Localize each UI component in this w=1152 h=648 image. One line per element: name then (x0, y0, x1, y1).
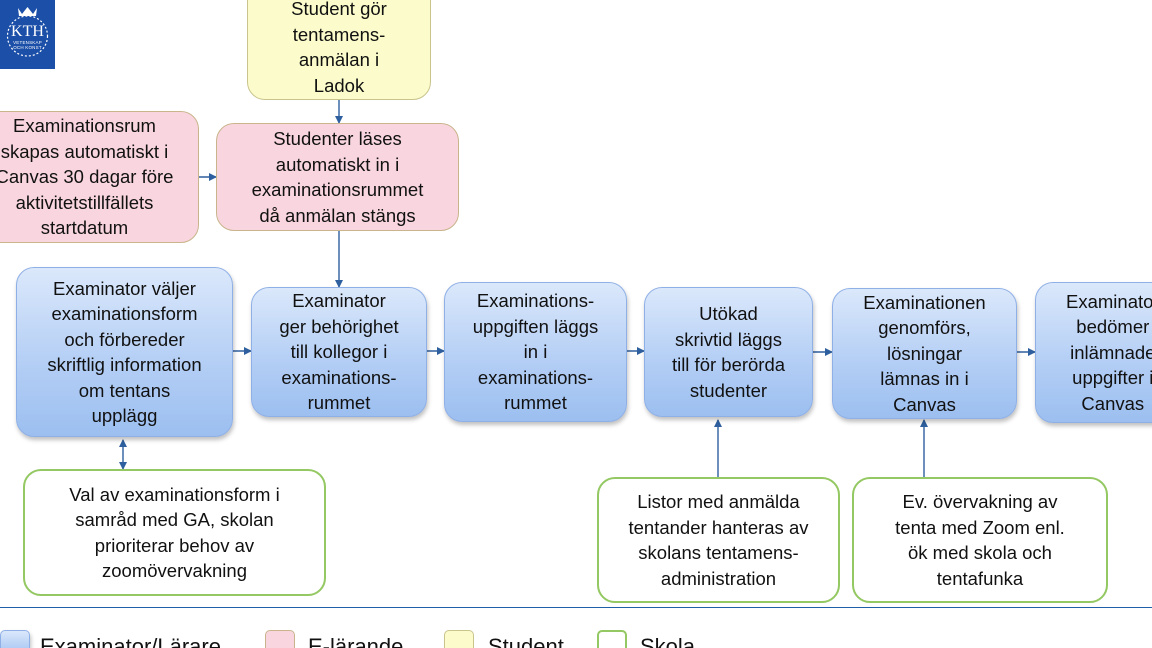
students-imported-text: Studenter läses automatiskt in i examina… (251, 128, 424, 226)
extended-time-text: Utökad skrivtid läggs till för berörda s… (671, 303, 786, 401)
assignment-added-box: Examinations- uppgiften läggs in i exami… (444, 282, 627, 422)
legend-swatch-student (444, 630, 474, 648)
logo-subtitle-2: OCH KONST (13, 44, 42, 50)
exam-conducted-box: Examinationen genomförs, lösningar lämna… (832, 288, 1017, 419)
lists-handled-text: Listor med anmälda tentander hanteras av… (628, 491, 809, 589)
logo-text: KTH (11, 22, 44, 40)
student-registration-text: Student gör tentamens- anmälan i Ladok (291, 0, 387, 96)
legend-label-student: Student (488, 634, 564, 648)
examiner-chooses-box: Examinator väljer examinationsform och f… (16, 267, 233, 437)
examiner-grants-text: Examinator ger behörighet till kollegor … (279, 290, 399, 414)
zoom-monitoring-box: Ev. övervakning av tenta med Zoom enl. ö… (852, 477, 1108, 603)
legend-label-school: Skola (640, 634, 696, 648)
examiner-grades-box: Examinator bedömer inlämnade uppgifter i… (1035, 282, 1152, 423)
legend-swatch-teacher (0, 630, 30, 648)
legend-swatch-school (597, 630, 627, 648)
legend-label-elarande: E-lärande (308, 634, 404, 648)
legend-divider (0, 607, 1152, 608)
legend-label-teacher: Examinator/Lärare (40, 634, 221, 648)
lists-handled-box: Listor med anmälda tentander hanteras av… (597, 477, 840, 603)
choice-consultation-box: Val av examinationsform i samråd med GA,… (23, 469, 326, 596)
kth-crest-icon (6, 7, 49, 57)
examiner-grades-text: Examinator bedömer inlämnade uppgifter i… (1066, 290, 1152, 414)
zoom-monitoring-text: Ev. övervakning av tenta med Zoom enl. ö… (895, 491, 1065, 589)
choice-consultation-text: Val av examinationsform i samråd med GA,… (69, 483, 280, 582)
assignment-added-text: Examinations- uppgiften läggs in i exami… (472, 290, 599, 414)
students-imported-box: Studenter läses automatiskt in i examina… (216, 123, 459, 231)
extended-time-box: Utökad skrivtid läggs till för berörda s… (644, 287, 813, 417)
examiner-chooses-text: Examinator väljer examinationsform och f… (47, 277, 202, 427)
kth-logo: KTH VETENSKAP OCH KONST (0, 0, 55, 69)
exam-room-created-box: Examinationsrum skapas automatiskt i Can… (0, 111, 199, 243)
exam-conducted-text: Examinationen genomförs, lösningar lämna… (863, 291, 986, 415)
legend-swatch-elarande (265, 630, 295, 648)
student-registration-box: Student gör tentamens- anmälan i Ladok (247, 0, 431, 100)
logo-subtitle-1: VETENSKAP (13, 39, 42, 45)
exam-room-created-text: Examinationsrum skapas automatiskt i Can… (0, 115, 174, 239)
examiner-grants-box: Examinator ger behörighet till kollegor … (251, 287, 427, 417)
